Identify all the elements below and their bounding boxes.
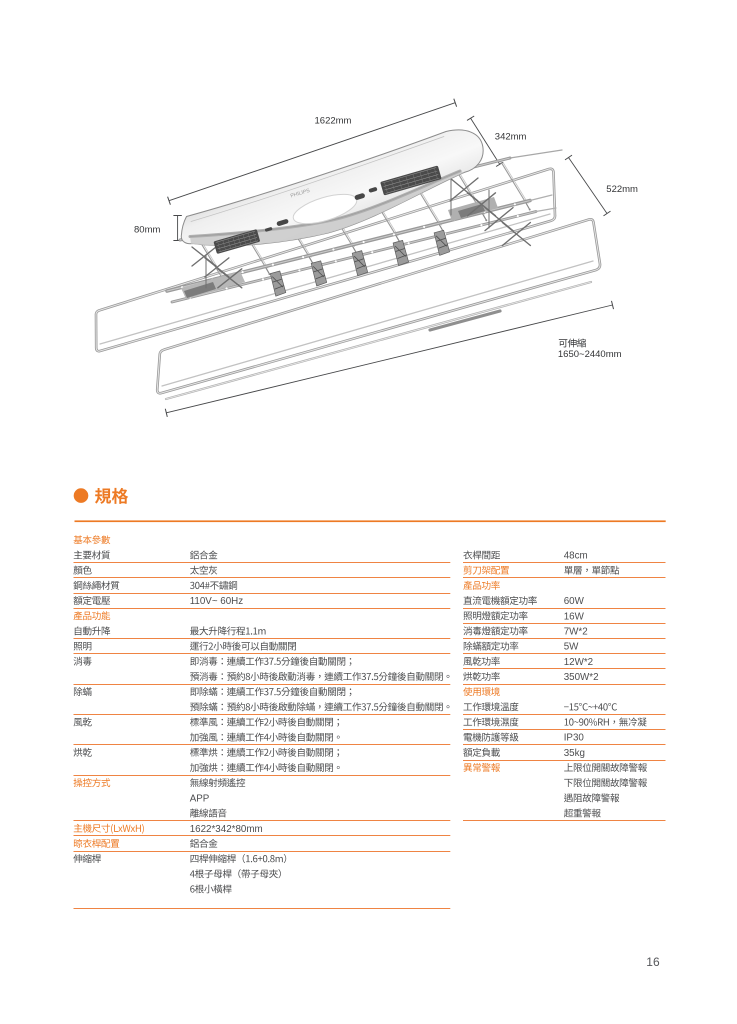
svg-text:1622mm: 1622mm [315, 115, 352, 126]
svg-text:7W*2: 7W*2 [564, 626, 588, 637]
svg-text:12W*2: 12W*2 [564, 657, 593, 668]
svg-text:APP: APP [190, 793, 210, 804]
svg-text:1622*342*80mm: 1622*342*80mm [190, 824, 263, 835]
svg-text:60W: 60W [564, 596, 585, 607]
svg-text:1650~2440mm: 1650~2440mm [558, 349, 622, 360]
svg-text:80mm: 80mm [134, 225, 160, 236]
svg-text:PHILIPS: PHILIPS [290, 188, 311, 200]
svg-text:16: 16 [646, 955, 660, 969]
svg-text:35kg: 35kg [564, 748, 585, 759]
svg-text:350W*2: 350W*2 [564, 672, 599, 683]
svg-text:5W: 5W [564, 642, 579, 653]
svg-text:342mm: 342mm [495, 132, 527, 143]
svg-text:110V~ 60Hz: 110V~ 60Hz [190, 596, 244, 607]
svg-text:IP30: IP30 [564, 733, 585, 744]
svg-text:48cm: 48cm [564, 551, 588, 562]
svg-text:16W: 16W [564, 611, 585, 622]
svg-text:522mm: 522mm [606, 184, 638, 195]
